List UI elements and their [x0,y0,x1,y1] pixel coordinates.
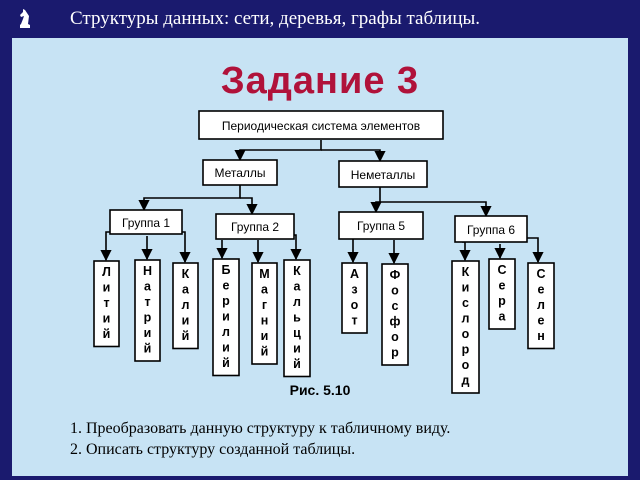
instruction-item: 2. Описать структуру созданной таблицы. [70,441,356,458]
header-title: Структуры данных: сети, деревья, графы т… [70,8,481,29]
instructions-list: 1. Преобразовать данную структуру к табл… [70,418,450,460]
group-node-6: Группа 6 [454,215,528,243]
category-node-metals: Металлы [202,159,278,186]
svg-text:Неметаллы: Неметаллы [351,168,416,182]
group-node-1: Группа 1 [109,209,183,235]
category-node-nonmetals: Неметаллы [338,160,428,188]
svg-text:Группа 1: Группа 1 [122,216,170,230]
figure-caption: Рис. 5.10 [289,382,351,398]
root-node: Периодическая система элементов [198,110,444,140]
instruction-item: 1. Преобразовать данную структуру к табл… [70,420,451,437]
svg-text:Группа 6: Группа 6 [467,223,515,237]
svg-text:Группа 5: Группа 5 [357,219,405,233]
task-title: Задание 3 [220,60,420,102]
chess-knight-icon [20,9,30,28]
header-bar: Структуры данных: сети, деревья, графы т… [0,0,640,38]
group-node-5: Группа 5 [338,211,424,240]
svg-text:Группа 2: Группа 2 [231,220,279,234]
svg-text:Периодическая система элементо: Периодическая система элементов [222,119,420,133]
svg-text:Металлы: Металлы [214,166,265,180]
connector-lines [100,140,544,265]
group-node-2: Группа 2 [215,213,295,240]
